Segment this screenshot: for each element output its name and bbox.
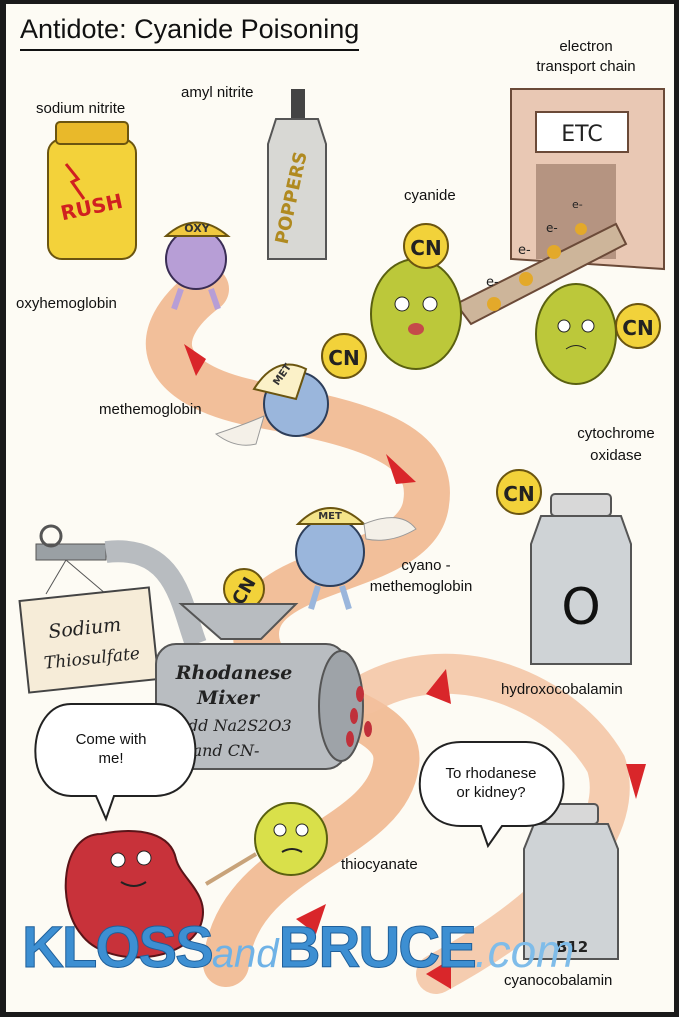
bubble-kidney-line2: me! — [31, 749, 191, 768]
svg-text:OXY: OXY — [184, 222, 210, 235]
svg-text:MET: MET — [318, 511, 342, 522]
sodium-nitrite-jar: RUSH — [48, 122, 136, 259]
illustration: RUSH POPPERS OXY ETC e- e- e- e- — [6, 4, 674, 1012]
label-cytochrome-line1: cytochrome — [566, 425, 666, 442]
svg-text:e-: e- — [486, 275, 499, 290]
svg-text:CN: CN — [622, 316, 653, 340]
page-title: Antidote: Cyanide Poisoning — [20, 14, 359, 51]
svg-text:e-: e- — [518, 243, 531, 258]
svg-text:CN: CN — [328, 346, 359, 370]
bubble-kidney: Come with me! — [31, 730, 191, 768]
label-thiocyanate: thiocyanate — [341, 856, 418, 873]
label-cyanomethemoglobin-line2: methemoglobin — [356, 578, 486, 595]
bubble-kidney-line1: Come with — [31, 730, 191, 749]
bubble-question-line2: or kidney? — [411, 783, 571, 802]
poppers-bottle: POPPERS — [268, 89, 326, 259]
svg-text:e-: e- — [572, 198, 583, 211]
poster: RUSH POPPERS OXY ETC e- e- e- e- — [6, 4, 674, 1012]
bubble-question: To rhodanese or kidney? — [411, 764, 571, 802]
svg-text:Mixer: Mixer — [196, 687, 261, 709]
label-oxyhemoglobin: oxyhemoglobin — [16, 295, 117, 312]
brand-part-bruce: BRUCE — [279, 915, 475, 980]
label-sodium-nitrite: sodium nitrite — [36, 100, 125, 117]
bubble-question-line1: To rhodanese — [411, 764, 571, 783]
label-etc-line1: electron — [526, 38, 646, 55]
cn-coin-methemoglobin: CN — [322, 334, 366, 378]
label-cyanide: cyanide — [404, 187, 456, 204]
label-amyl-nitrite: amyl nitrite — [181, 84, 254, 101]
svg-text:CN: CN — [503, 482, 534, 506]
svg-text:CN: CN — [410, 236, 441, 260]
cn-coin-falling: CN — [497, 470, 541, 514]
cn-coin-right: CN — [616, 304, 660, 348]
cytochrome-creature-left — [371, 259, 461, 369]
sodium-thiosulfate-sign: Sodium Thiosulfate — [20, 587, 159, 692]
hydroxocobalamin-bottle: O — [531, 494, 631, 664]
label-etc-line2: transport chain — [516, 58, 656, 75]
svg-text:ETC: ETC — [561, 122, 602, 147]
label-methemoglobin: methemoglobin — [99, 401, 202, 418]
label-hydroxocobalamin: hydroxocobalamin — [501, 681, 623, 698]
cytochrome-creature-right — [536, 284, 616, 384]
brand-logo: KLOSSandBRUCE.com — [22, 914, 574, 981]
svg-text:e-: e- — [546, 221, 558, 235]
brand-part-and: and — [212, 932, 279, 976]
svg-text:and CN-: and CN- — [193, 741, 260, 760]
svg-text:O: O — [561, 578, 600, 636]
brand-part-kloss: KLOSS — [22, 915, 212, 980]
label-cytochrome-line2: oxidase — [566, 447, 666, 464]
label-cyanomethemoglobin-line1: cyano - — [366, 557, 486, 574]
brand-part-com: .com — [475, 925, 575, 977]
cn-coin-cyanide: CN — [404, 224, 448, 268]
svg-text:Rhodanese: Rhodanese — [175, 662, 293, 684]
